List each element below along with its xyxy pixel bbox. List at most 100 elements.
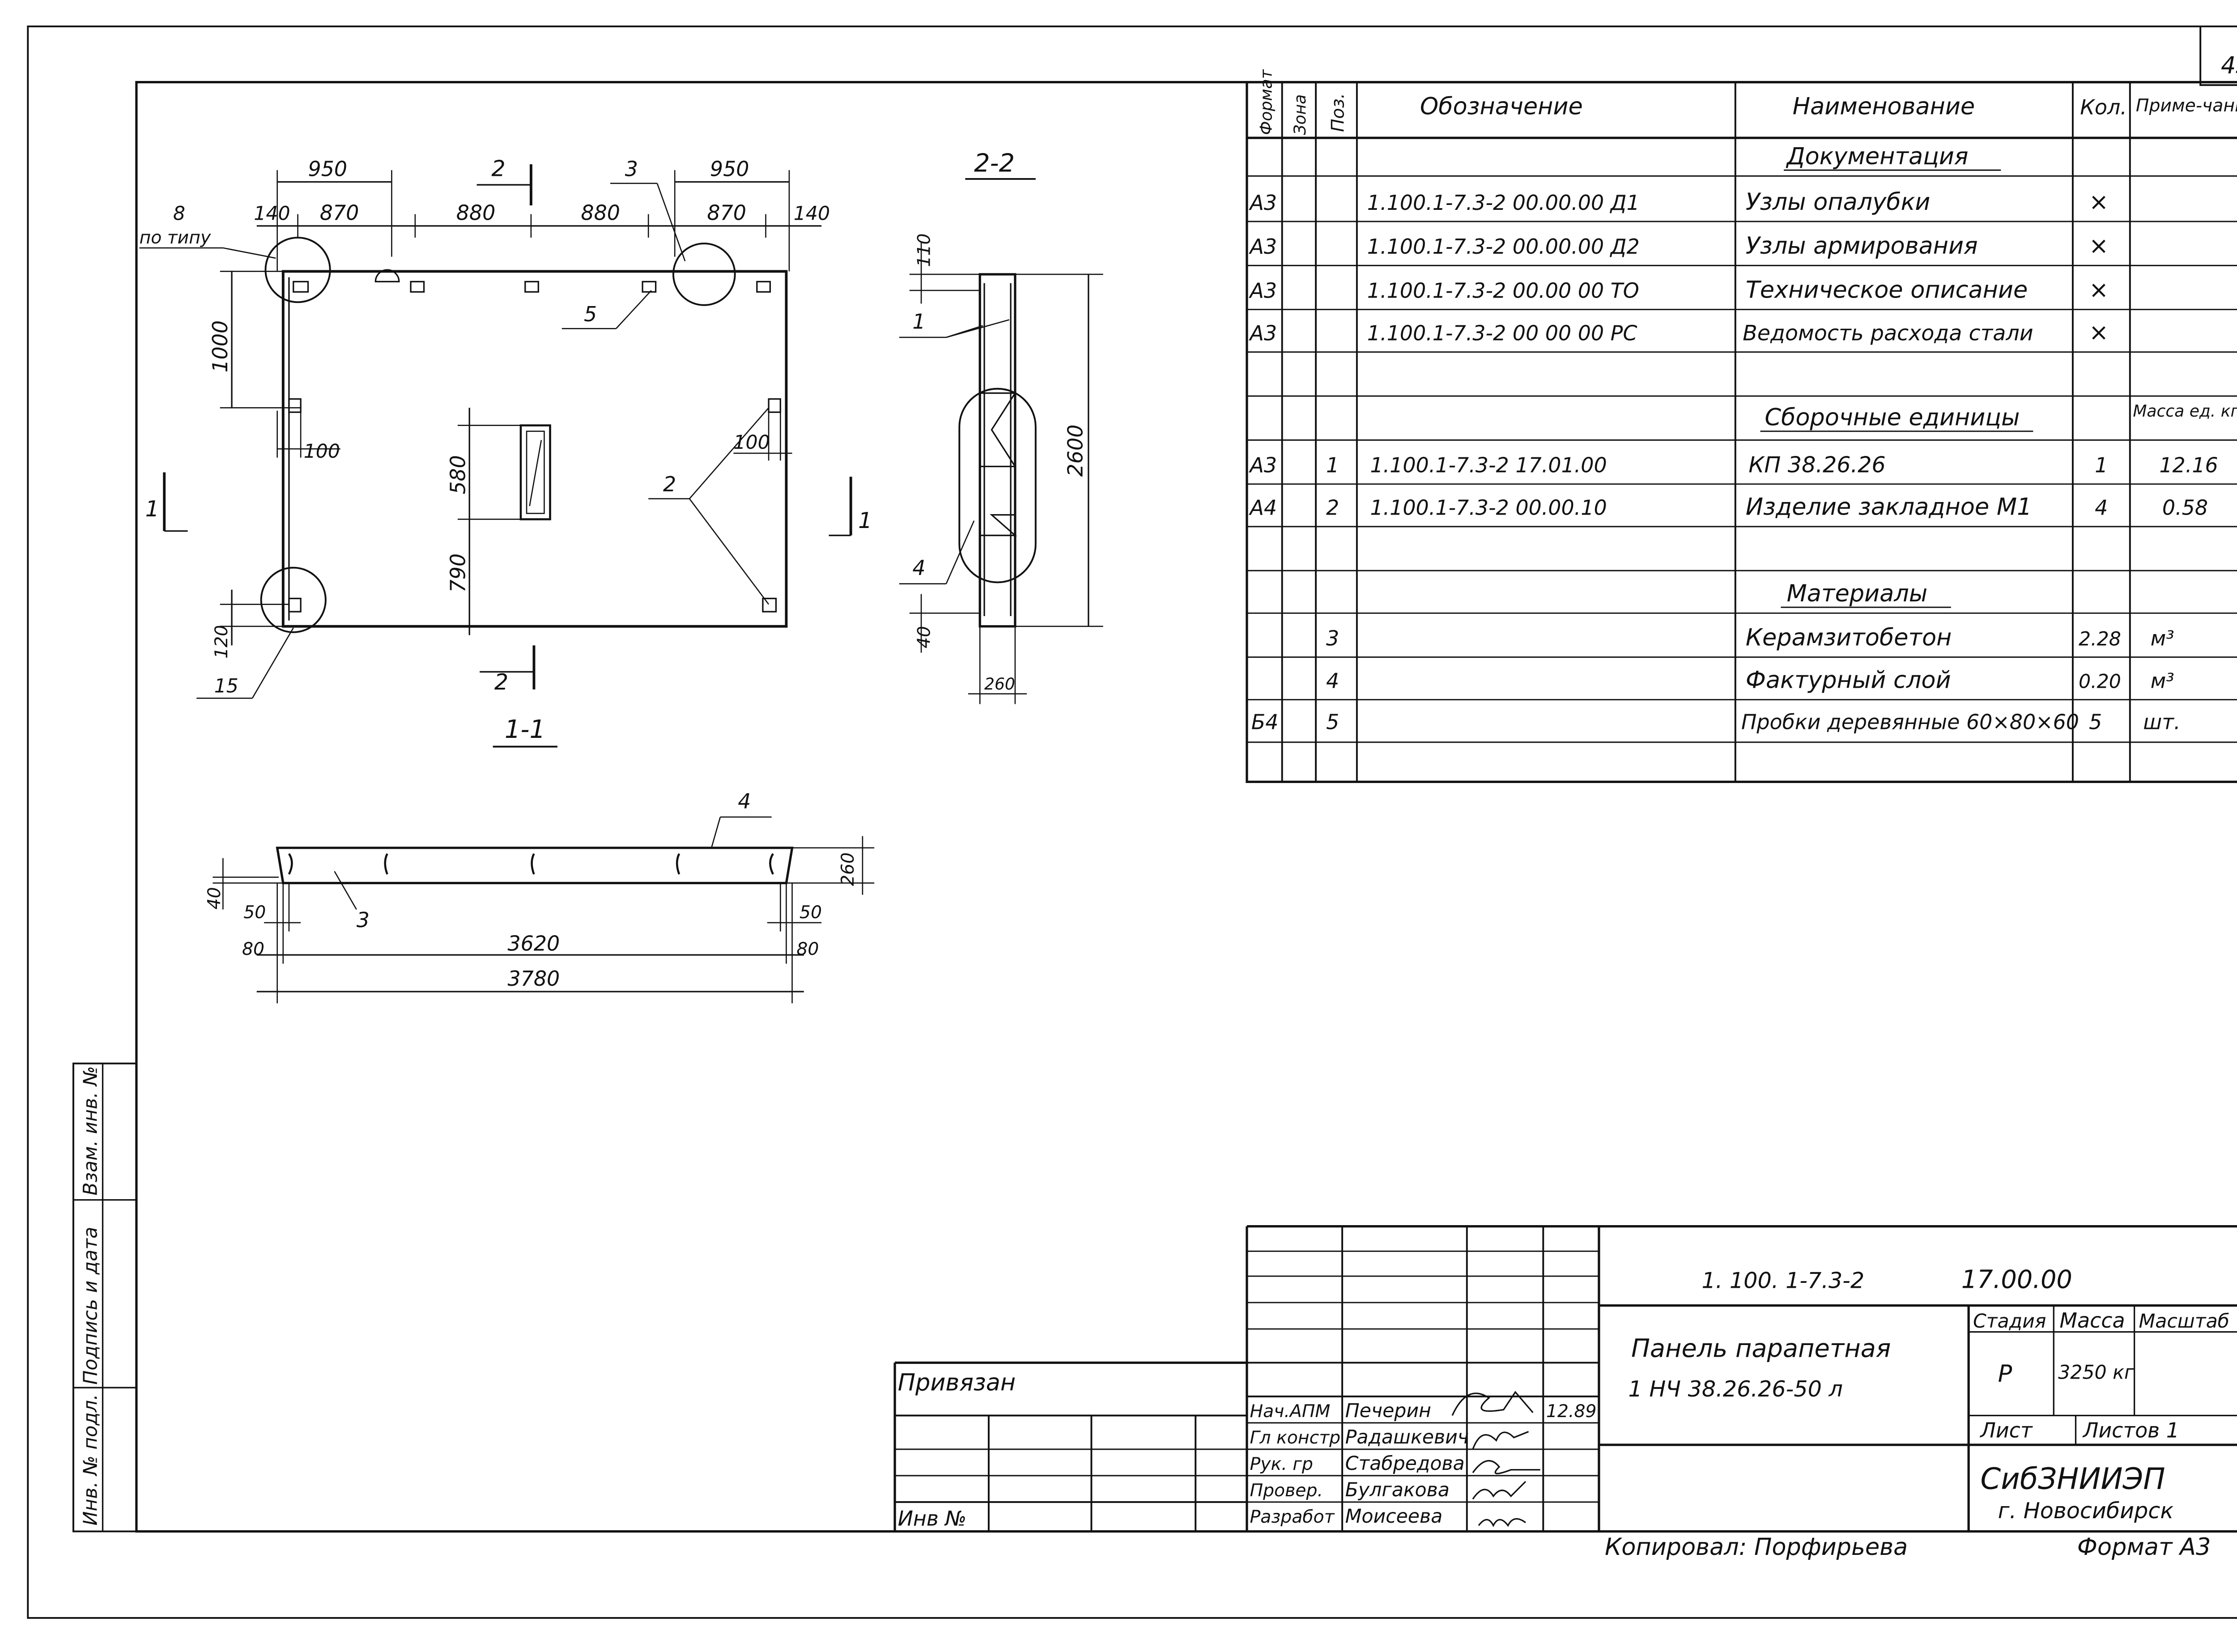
doc-row-1-designation: 1.100.1-7.3-2 00.00.00 Д1 — [1367, 191, 1640, 215]
spec-section-documentation: Документация — [1786, 143, 1969, 170]
doc-row-1-qty: × — [2089, 188, 2109, 216]
dim-880-left: 880 — [456, 201, 496, 225]
spec-header-name: Наименование — [1793, 93, 1975, 120]
doc-row-4-qty: × — [2089, 319, 2109, 346]
detail-circle-bottom-left — [260, 566, 327, 633]
mat-row-3-format: Б4 — [1251, 710, 1279, 734]
doc-row-1-format: А3 — [1249, 191, 1277, 215]
plan-dim-40: 40 — [204, 887, 225, 909]
title-block: Привязан Инв № 1. 100. 1-7.3-2 17.00.00 … — [893, 1225, 2237, 1532]
staff-name-1: Печерин — [1345, 1400, 1431, 1422]
spec-header-zone: Зона — [1291, 94, 1310, 135]
asm-row-1-name: КП 38.26.26 — [1748, 452, 1885, 478]
dim-870-left: 870 — [320, 201, 359, 225]
doc-row-3-name: Техническое описание — [1746, 276, 2028, 303]
asm-row-1-mass: 12.16 — [2159, 453, 2218, 477]
asm-row-2-name: Изделие закладное М1 — [1746, 494, 2032, 521]
section-2-dim-110: 110 — [914, 234, 935, 267]
section-2-title: 2-2 — [974, 149, 1015, 178]
section-2-callout-1: 1 — [912, 309, 925, 333]
callout-3: 3 — [625, 157, 638, 181]
dim-950-right: 950 — [710, 157, 749, 181]
plan-dim-80-right: 80 — [796, 939, 819, 959]
dim-100-left: 100 — [304, 440, 340, 463]
copied-by: Копировал: Порфирьева — [1605, 1533, 1908, 1561]
doc-row-3-designation: 1.100.1-7.3-2 00.00 00 ТО — [1367, 278, 1639, 302]
organization-name: СибЗНИИЭП — [1980, 1462, 2165, 1496]
dim-580: 580 — [446, 455, 470, 494]
section-2-dim-260: 260 — [984, 675, 1015, 694]
section-1-title: 1-1 — [505, 715, 545, 744]
asm-row-1-format: А3 — [1249, 453, 1277, 477]
callout-8-note: по типу — [139, 227, 211, 248]
dim-880-right: 880 — [581, 201, 620, 225]
doc-row-3-qty: × — [2089, 276, 2109, 303]
staff-name-4: Булгакова — [1345, 1479, 1450, 1501]
asm-row-1-qty: 1 — [2095, 453, 2108, 477]
mat-row-3-qty: 5 — [2089, 710, 2102, 734]
mat-row-1-qty: 2.28 — [2079, 628, 2121, 650]
plan-dim-260: 260 — [838, 852, 858, 886]
mat-row-2-qty: 0.20 — [2079, 670, 2121, 693]
spec-section-materials: Материалы — [1787, 580, 1928, 607]
page-number-box — [2199, 26, 2237, 86]
dim-790: 790 — [446, 554, 470, 593]
plan-callout-3: 3 — [357, 908, 370, 932]
doc-row-4-name: Ведомость расхода стали — [1743, 321, 2033, 346]
drawing-title-line-2: 1 НЧ 38.26.26-50 л — [1628, 1376, 1842, 1402]
mat-row-3-name: Пробки деревянные 60×80×60 — [1741, 710, 2079, 734]
organization-city: г. Новосибирск — [1998, 1498, 2174, 1524]
stage-label: Стадия — [1973, 1310, 2046, 1333]
mat-row-1-unit: м³ — [2151, 626, 2174, 650]
section-2-detail-oval — [958, 387, 1037, 583]
dim-140-right: 140 — [794, 203, 830, 225]
dim-140-left: 140 — [254, 203, 290, 225]
plan-dim-3620: 3620 — [507, 931, 560, 955]
mass-label: Масса — [2059, 1308, 2125, 1333]
dim-1000: 1000 — [208, 320, 232, 373]
section-mark-1-left: 1 — [145, 496, 159, 522]
side-stamp-sign-label: Подпись и дата — [79, 1227, 102, 1385]
plan-dim-50-left: 50 — [243, 902, 266, 923]
doc-row-2-designation: 1.100.1-7.3-2 00.00.00 Д2 — [1367, 234, 1640, 259]
spec-header-designation: Обозначение — [1420, 93, 1583, 120]
doc-row-4-format: А3 — [1249, 321, 1277, 345]
asm-row-2-format: А4 — [1249, 496, 1277, 520]
staff-role-1: Нач.АПМ — [1250, 1401, 1331, 1422]
asm-row-2-pos: 2 — [1326, 496, 1339, 520]
sheet-label: Лист — [1979, 1418, 2033, 1443]
plan-callout-4: 4 — [738, 789, 751, 813]
drawing-frame — [135, 81, 2237, 1533]
plan-view: 4 3 40 50 80 3620 3780 50 80 260 — [204, 789, 875, 1004]
mat-row-2-pos: 4 — [1326, 668, 1339, 693]
staff-role-3: Рук. гр — [1250, 1454, 1313, 1474]
panel-outline — [281, 270, 788, 628]
callout-5: 5 — [584, 302, 597, 326]
dim-120: 120 — [211, 625, 232, 659]
staff-role-5: Разработ — [1250, 1507, 1335, 1527]
staff-name-2: Радашкевич — [1345, 1426, 1469, 1448]
doc-row-4-designation: 1.100.1-7.3-2 00 00 00 РС — [1367, 321, 1637, 345]
section-mark-2-bottom: 2 — [494, 669, 508, 695]
asm-row-2-mass: 0.58 — [2162, 496, 2208, 520]
dim-870-right: 870 — [707, 201, 746, 225]
stage-value: Р — [1998, 1360, 2012, 1388]
section-2-2: 2-2 110 2600 40 260 1 4 — [899, 149, 1103, 704]
mat-row-1-name: Керамзитобетон — [1746, 624, 1952, 651]
dim-950-left: 950 — [308, 157, 348, 181]
spec-header-note: Приме-чание — [2136, 95, 2237, 116]
spec-header-format: Формат — [1257, 69, 1276, 135]
staff-role-4: Провер. — [1250, 1480, 1323, 1501]
callout-2: 2 — [663, 472, 676, 496]
document-code: 1. 100. 1-7.3-2 — [1701, 1267, 1864, 1293]
asm-row-1-pos: 1 — [1326, 453, 1339, 477]
approval-date: 12.89 — [1546, 1401, 1597, 1422]
callout-8: 8 — [173, 203, 185, 225]
outer-trim-frame — [27, 26, 2237, 1619]
doc-row-3-format: А3 — [1249, 278, 1277, 302]
callout-2-mark-top: 2 — [491, 155, 505, 181]
page-number: 43 — [2221, 52, 2237, 79]
spec-section-assemblies: Сборочные единицы — [1765, 404, 2020, 431]
inv-label: Инв № — [898, 1506, 967, 1530]
